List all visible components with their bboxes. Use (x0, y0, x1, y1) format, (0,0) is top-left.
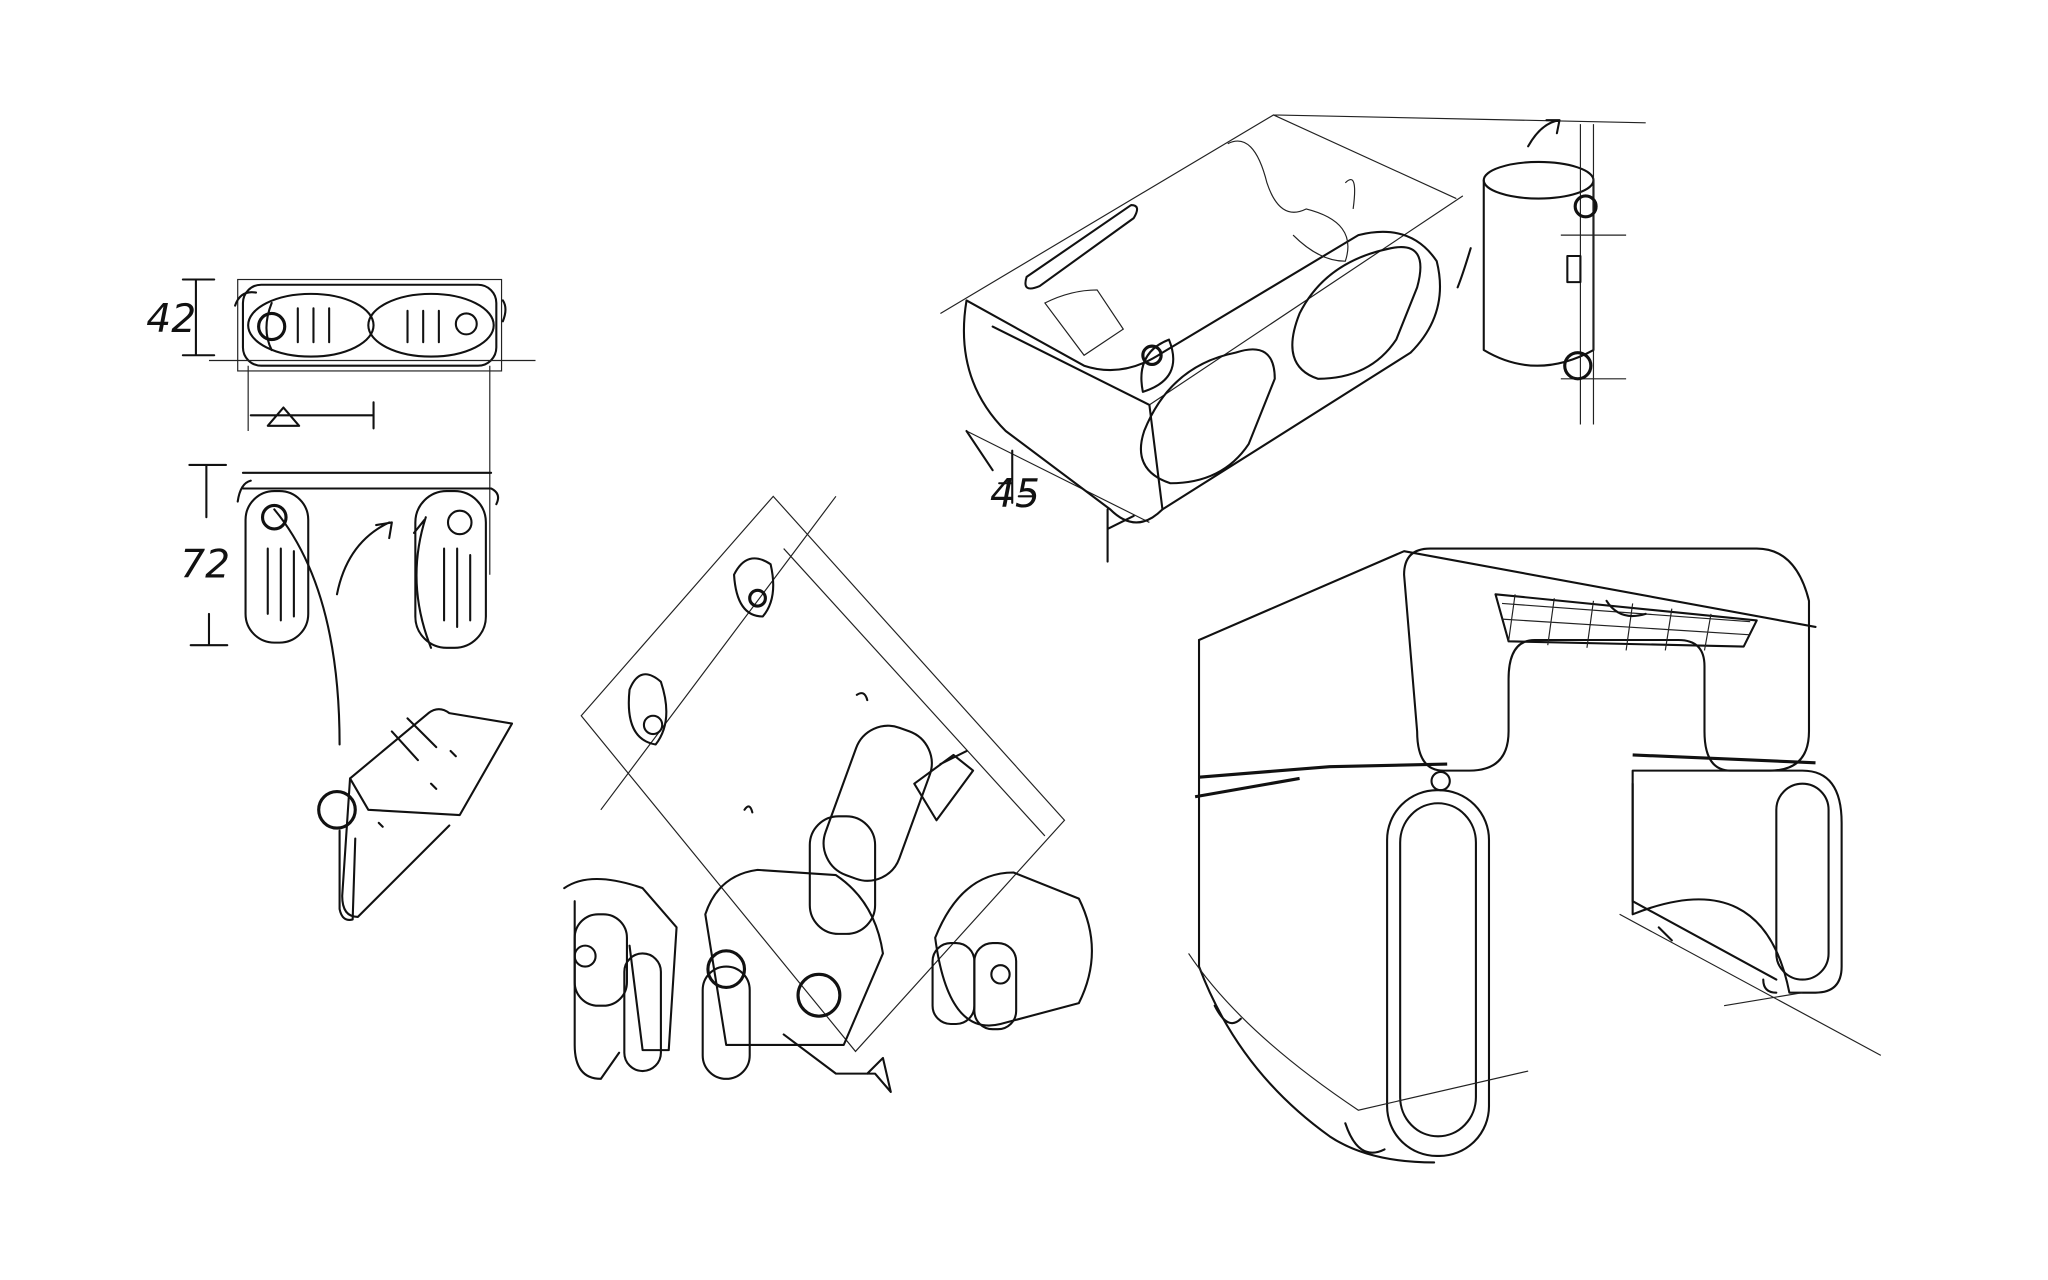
glasses-orthographic-sketch: 42 72 (146, 278, 536, 921)
folding-sketch (563, 495, 1093, 1093)
dimension-42-label: 42 (146, 297, 196, 342)
case-large-sketch (1188, 547, 1882, 1164)
case-perspective-sketch: 45 (940, 114, 1646, 563)
angle-45-label: 45 (990, 472, 1040, 517)
dimension-72-label: 72 (180, 542, 230, 587)
